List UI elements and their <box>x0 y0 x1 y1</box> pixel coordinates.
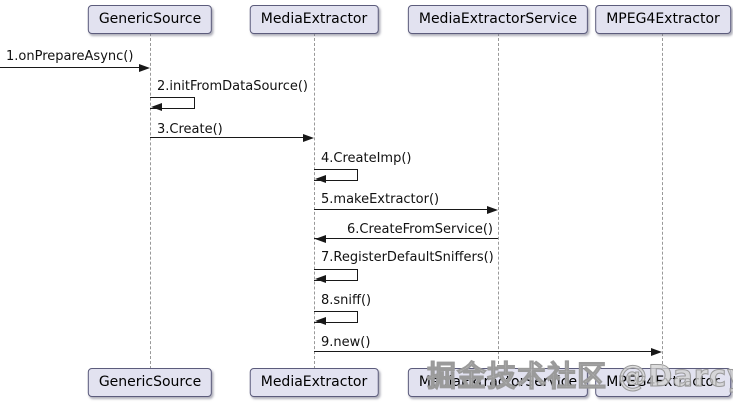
message-6-label: 6.CreateFromService() <box>347 222 493 237</box>
message-9-line <box>314 351 652 353</box>
message-8-label: 8.sniff() <box>321 293 372 308</box>
message-5-label: 5.makeExtractor() <box>321 192 440 207</box>
message-9-arrowhead-icon <box>651 347 662 356</box>
message-3-line <box>150 137 304 139</box>
participant-genericsource-bottom: GenericSource <box>87 368 213 397</box>
message-4-label: 4.CreateImp() <box>321 151 412 166</box>
participant-mpeg4extractor-bottom: MPEG4Extractor <box>595 368 731 397</box>
message-2-label: 2.initFromDataSource() <box>157 79 309 94</box>
message-4-arrowhead-icon <box>315 175 326 183</box>
message-7-self-loop <box>314 269 358 281</box>
message-9-label: 9.new() <box>321 335 371 350</box>
message-4-self-loop <box>314 169 358 181</box>
message-5-line <box>314 209 488 211</box>
message-5-arrowhead-icon <box>487 205 498 214</box>
message-3-label: 3.Create() <box>157 122 223 137</box>
lifeline-mediaextractor <box>314 33 315 369</box>
lifeline-mpeg4extractor <box>662 33 663 369</box>
participant-genericsource-top: GenericSource <box>87 5 213 34</box>
participant-mediaextractor-bottom: MediaExtractor <box>249 368 379 397</box>
participant-mediaextractorservice-bottom: MediaExtractorService <box>407 368 589 397</box>
message-7-arrowhead-icon <box>315 275 326 283</box>
message-1-line <box>0 67 140 69</box>
participant-mediaextractor-top: MediaExtractor <box>249 5 379 34</box>
message-2-self-loop <box>150 97 195 109</box>
message-8-arrowhead-icon <box>315 317 326 325</box>
message-8-self-loop <box>314 311 358 323</box>
message-3-arrowhead-icon <box>303 133 314 142</box>
message-1-arrowhead-icon <box>139 63 150 72</box>
lifeline-mediaextractorservice <box>498 33 499 369</box>
participant-mediaextractorservice-top: MediaExtractorService <box>407 5 589 34</box>
watermark: 掘金技术社区 @DarcyZhou <box>426 359 733 394</box>
lifeline-genericsource <box>150 33 151 369</box>
participant-mpeg4extractor-top: MPEG4Extractor <box>595 5 731 34</box>
message-7-label: 7.RegisterDefaultSniffers() <box>321 250 494 265</box>
message-1-label: 1.onPrepareAsync() <box>6 49 134 64</box>
message-2-arrowhead-icon <box>151 103 162 111</box>
message-6-line <box>314 238 498 240</box>
message-6-arrowhead-icon <box>315 234 326 243</box>
